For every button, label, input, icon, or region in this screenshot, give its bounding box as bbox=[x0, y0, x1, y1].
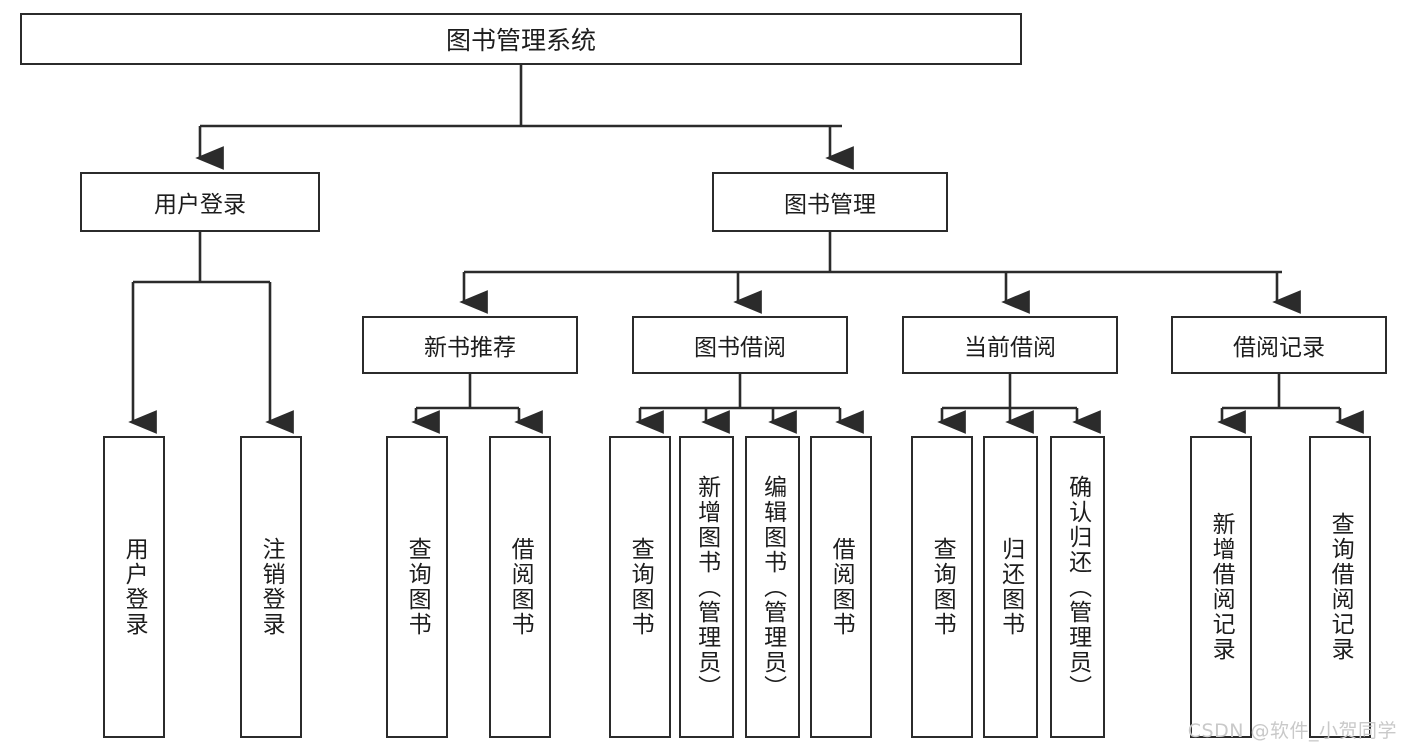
node-borrow-record[interactable]: 借阅记录 bbox=[1171, 316, 1387, 374]
leaf-edit-book-admin[interactable]: 编辑图书（管理员） bbox=[745, 436, 800, 738]
node-new-book-recommend-label: 新书推荐 bbox=[424, 335, 516, 361]
leaf-add-borrow-record[interactable]: 新增借阅记录 bbox=[1190, 436, 1252, 738]
node-root-system[interactable]: 图书管理系统 bbox=[20, 13, 1022, 65]
leaf-logout-label: 注销登录 bbox=[258, 537, 285, 637]
leaf-query-book-current-label: 查询图书 bbox=[929, 537, 956, 637]
leaf-user-login[interactable]: 用户登录 bbox=[103, 436, 165, 738]
leaf-borrow-book[interactable]: 借阅图书 bbox=[810, 436, 872, 738]
leaf-add-book-admin-label: 新增图书（管理员） bbox=[693, 474, 720, 700]
node-current-borrow-label: 当前借阅 bbox=[964, 335, 1056, 361]
leaf-edit-book-admin-label: 编辑图书（管理员） bbox=[759, 474, 786, 700]
leaf-query-borrow-record[interactable]: 查询借阅记录 bbox=[1309, 436, 1371, 738]
leaf-user-login-label: 用户登录 bbox=[121, 537, 148, 637]
leaf-borrow-book-new[interactable]: 借阅图书 bbox=[489, 436, 551, 738]
leaf-query-book-new-label: 查询图书 bbox=[404, 537, 431, 637]
node-new-book-recommend[interactable]: 新书推荐 bbox=[362, 316, 578, 374]
csdn-watermark: CSDN @软件_小贺同学 bbox=[1187, 720, 1397, 742]
leaf-return-book[interactable]: 归还图书 bbox=[983, 436, 1038, 738]
leaf-borrow-book-label: 借阅图书 bbox=[828, 537, 855, 637]
node-current-borrow[interactable]: 当前借阅 bbox=[902, 316, 1118, 374]
node-user-login[interactable]: 用户登录 bbox=[80, 172, 320, 232]
leaf-add-borrow-record-label: 新增借阅记录 bbox=[1208, 512, 1235, 662]
node-book-borrow-label: 图书借阅 bbox=[694, 335, 786, 361]
leaf-query-book-current[interactable]: 查询图书 bbox=[911, 436, 973, 738]
leaf-confirm-return-admin-label: 确认归还（管理员） bbox=[1064, 474, 1091, 700]
node-root-label: 图书管理系统 bbox=[445, 26, 596, 55]
leaf-query-book-borrow[interactable]: 查询图书 bbox=[609, 436, 671, 738]
node-book-management-label: 图书管理 bbox=[784, 192, 876, 218]
leaf-confirm-return-admin[interactable]: 确认归还（管理员） bbox=[1050, 436, 1105, 738]
leaf-add-book-admin[interactable]: 新增图书（管理员） bbox=[679, 436, 734, 738]
leaf-query-borrow-record-label: 查询借阅记录 bbox=[1327, 512, 1354, 662]
leaf-query-book-borrow-label: 查询图书 bbox=[627, 537, 654, 637]
leaf-logout[interactable]: 注销登录 bbox=[240, 436, 302, 738]
leaf-return-book-label: 归还图书 bbox=[997, 537, 1024, 637]
leaf-borrow-book-new-label: 借阅图书 bbox=[507, 537, 534, 637]
node-book-management[interactable]: 图书管理 bbox=[712, 172, 948, 232]
node-borrow-record-label: 借阅记录 bbox=[1233, 335, 1325, 361]
node-user-login-label: 用户登录 bbox=[154, 192, 246, 218]
node-book-borrow[interactable]: 图书借阅 bbox=[632, 316, 848, 374]
leaf-query-book-new[interactable]: 查询图书 bbox=[386, 436, 448, 738]
